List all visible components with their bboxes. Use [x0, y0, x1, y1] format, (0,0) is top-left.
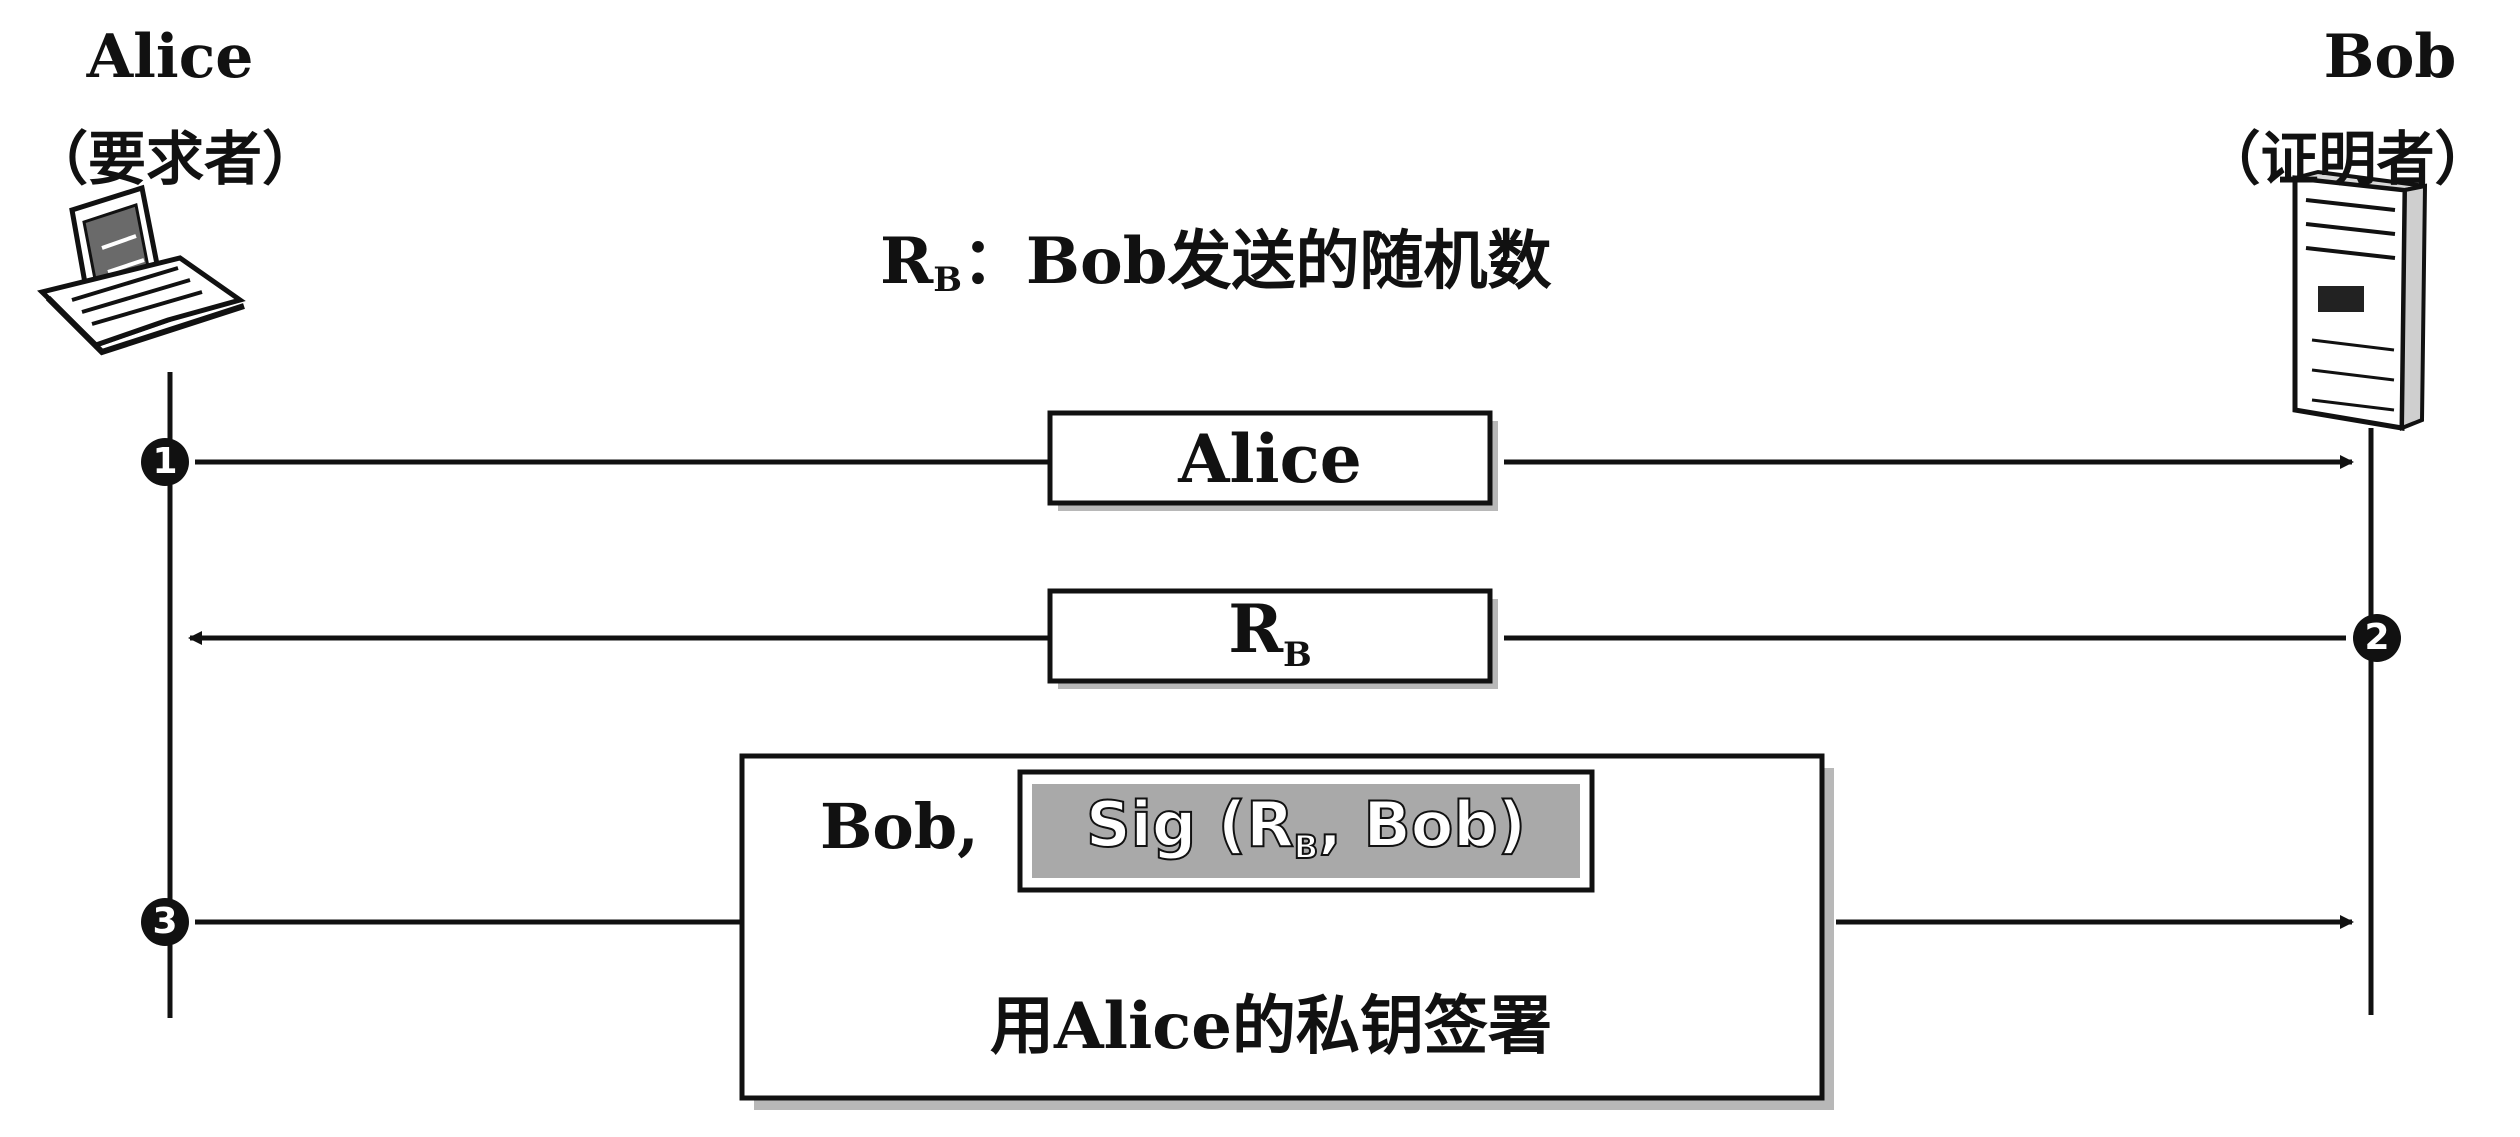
server-icon	[2292, 169, 2428, 431]
signature-label: Sig (RB, Bob)	[1020, 787, 1592, 867]
message-2-label: RB	[1050, 590, 1490, 675]
step-2-number: 2	[2364, 617, 2390, 658]
message-3-from: Bob,	[820, 790, 979, 863]
message-3-arrow	[195, 753, 2354, 1110]
message-2-arrow	[188, 588, 2346, 689]
signature-suffix: , Bob)	[1317, 787, 1527, 862]
note-symbol: R	[880, 224, 934, 299]
bob-name: Bob	[2323, 22, 2457, 92]
alice-role: （要求者）	[29, 125, 320, 193]
random-number-note: RB：Bob发送的随机数	[880, 210, 1551, 302]
signature-prefix: Sig (R	[1085, 787, 1295, 862]
step-1-marker	[141, 438, 189, 486]
message-1-label: Alice	[1178, 420, 1362, 498]
bob-role: （证明者）	[2202, 125, 2493, 193]
step-3-number: 3	[152, 901, 178, 942]
message-1-arrow	[195, 410, 2354, 511]
message-2-subscript: B	[1283, 635, 1312, 675]
step-3-marker	[141, 898, 189, 946]
step-2-marker	[2353, 614, 2401, 662]
note-subscript: B	[933, 260, 962, 300]
message-3-note: 用Alice的私钥签署	[990, 989, 1552, 1064]
signature-subscript: B	[1293, 827, 1319, 867]
step-1-number: 1	[152, 441, 178, 482]
alice-name: Alice	[86, 22, 254, 92]
laptop-icon	[37, 184, 246, 356]
note-text: ：Bob发送的随机数	[961, 224, 1552, 299]
message-2-symbol: R	[1228, 590, 1284, 668]
